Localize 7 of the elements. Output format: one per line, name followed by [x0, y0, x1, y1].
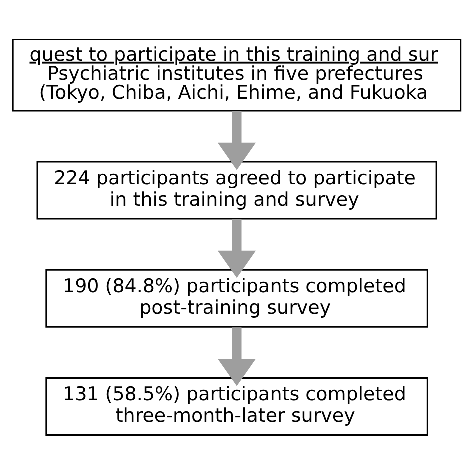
node-box: quest to participate in this training and sur Psychiatric institutes in five prefectures (Tokyo, Chiba, Aichi, Ehime, and Fukuoka [12, 38, 462, 112]
node-box: 131 (58.5%) participants completed three-month-later survey [46, 377, 428, 436]
node-box: 190 (84.8%) participants completed post-training survey [46, 268, 428, 328]
node-box: 224 participants agreed to participate in this training and survey [36, 160, 438, 220]
arrow [218, 110, 256, 170]
arrow [218, 219, 256, 278]
arrow [218, 327, 256, 386]
